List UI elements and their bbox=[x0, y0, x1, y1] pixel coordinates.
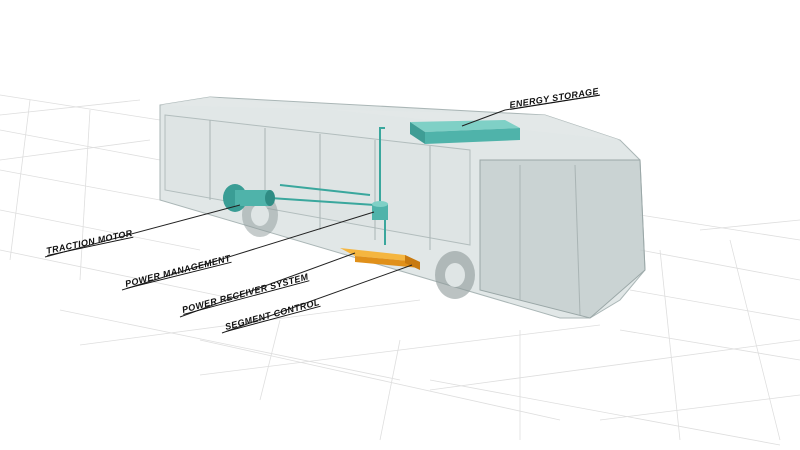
floor-grid bbox=[0, 94, 800, 446]
bus-body bbox=[159, 96, 646, 319]
energy-storage-unit bbox=[410, 120, 520, 144]
label-segment-control: SEGMENT CONTROL bbox=[224, 297, 321, 332]
power-management-unit bbox=[372, 201, 388, 220]
traction-motor-unit bbox=[223, 184, 275, 212]
label-traction-motor: TRACTION MOTOR bbox=[45, 228, 133, 256]
power-receiver-unit bbox=[340, 248, 420, 270]
label-power-management: POWER MANAGEMENT bbox=[124, 253, 233, 289]
label-energy-storage: ENERGY STORAGE bbox=[509, 86, 600, 110]
leader-lines bbox=[44, 94, 601, 334]
